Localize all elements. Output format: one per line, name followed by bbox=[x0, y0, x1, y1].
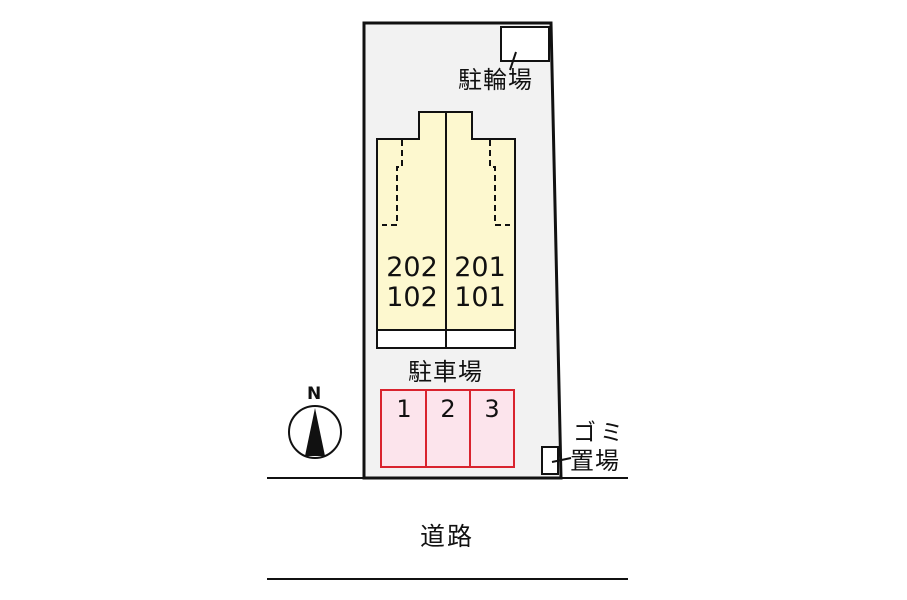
garbage-leader-line bbox=[551, 457, 572, 463]
unit-right-label: 201 101 bbox=[448, 253, 512, 313]
north-label: N bbox=[307, 384, 322, 404]
garbage-label-line2: 置場 bbox=[570, 447, 620, 475]
north-arrow-icon bbox=[288, 405, 342, 459]
bicycle-leader-line bbox=[509, 51, 517, 71]
road-label: 道路 bbox=[420, 522, 475, 551]
bicycle-parking-label: 駐輪場 bbox=[458, 66, 533, 94]
parking-area bbox=[380, 389, 515, 468]
parking-label: 駐車場 bbox=[408, 358, 483, 386]
unit-102: 102 bbox=[386, 282, 438, 313]
parking-slot-1: 1 bbox=[396, 395, 412, 423]
parking-slot-3: 3 bbox=[484, 395, 500, 423]
stair-outline-left bbox=[382, 140, 403, 226]
unit-202: 202 bbox=[386, 252, 438, 283]
unit-left-label: 202 102 bbox=[380, 253, 444, 313]
unit-201: 201 bbox=[454, 252, 506, 283]
stair-outline-right bbox=[489, 140, 510, 226]
unit-101: 101 bbox=[454, 282, 506, 313]
garbage-label-line1: ゴミ bbox=[573, 420, 627, 446]
bicycle-parking-area bbox=[500, 26, 550, 62]
parking-slot-2: 2 bbox=[440, 395, 456, 423]
